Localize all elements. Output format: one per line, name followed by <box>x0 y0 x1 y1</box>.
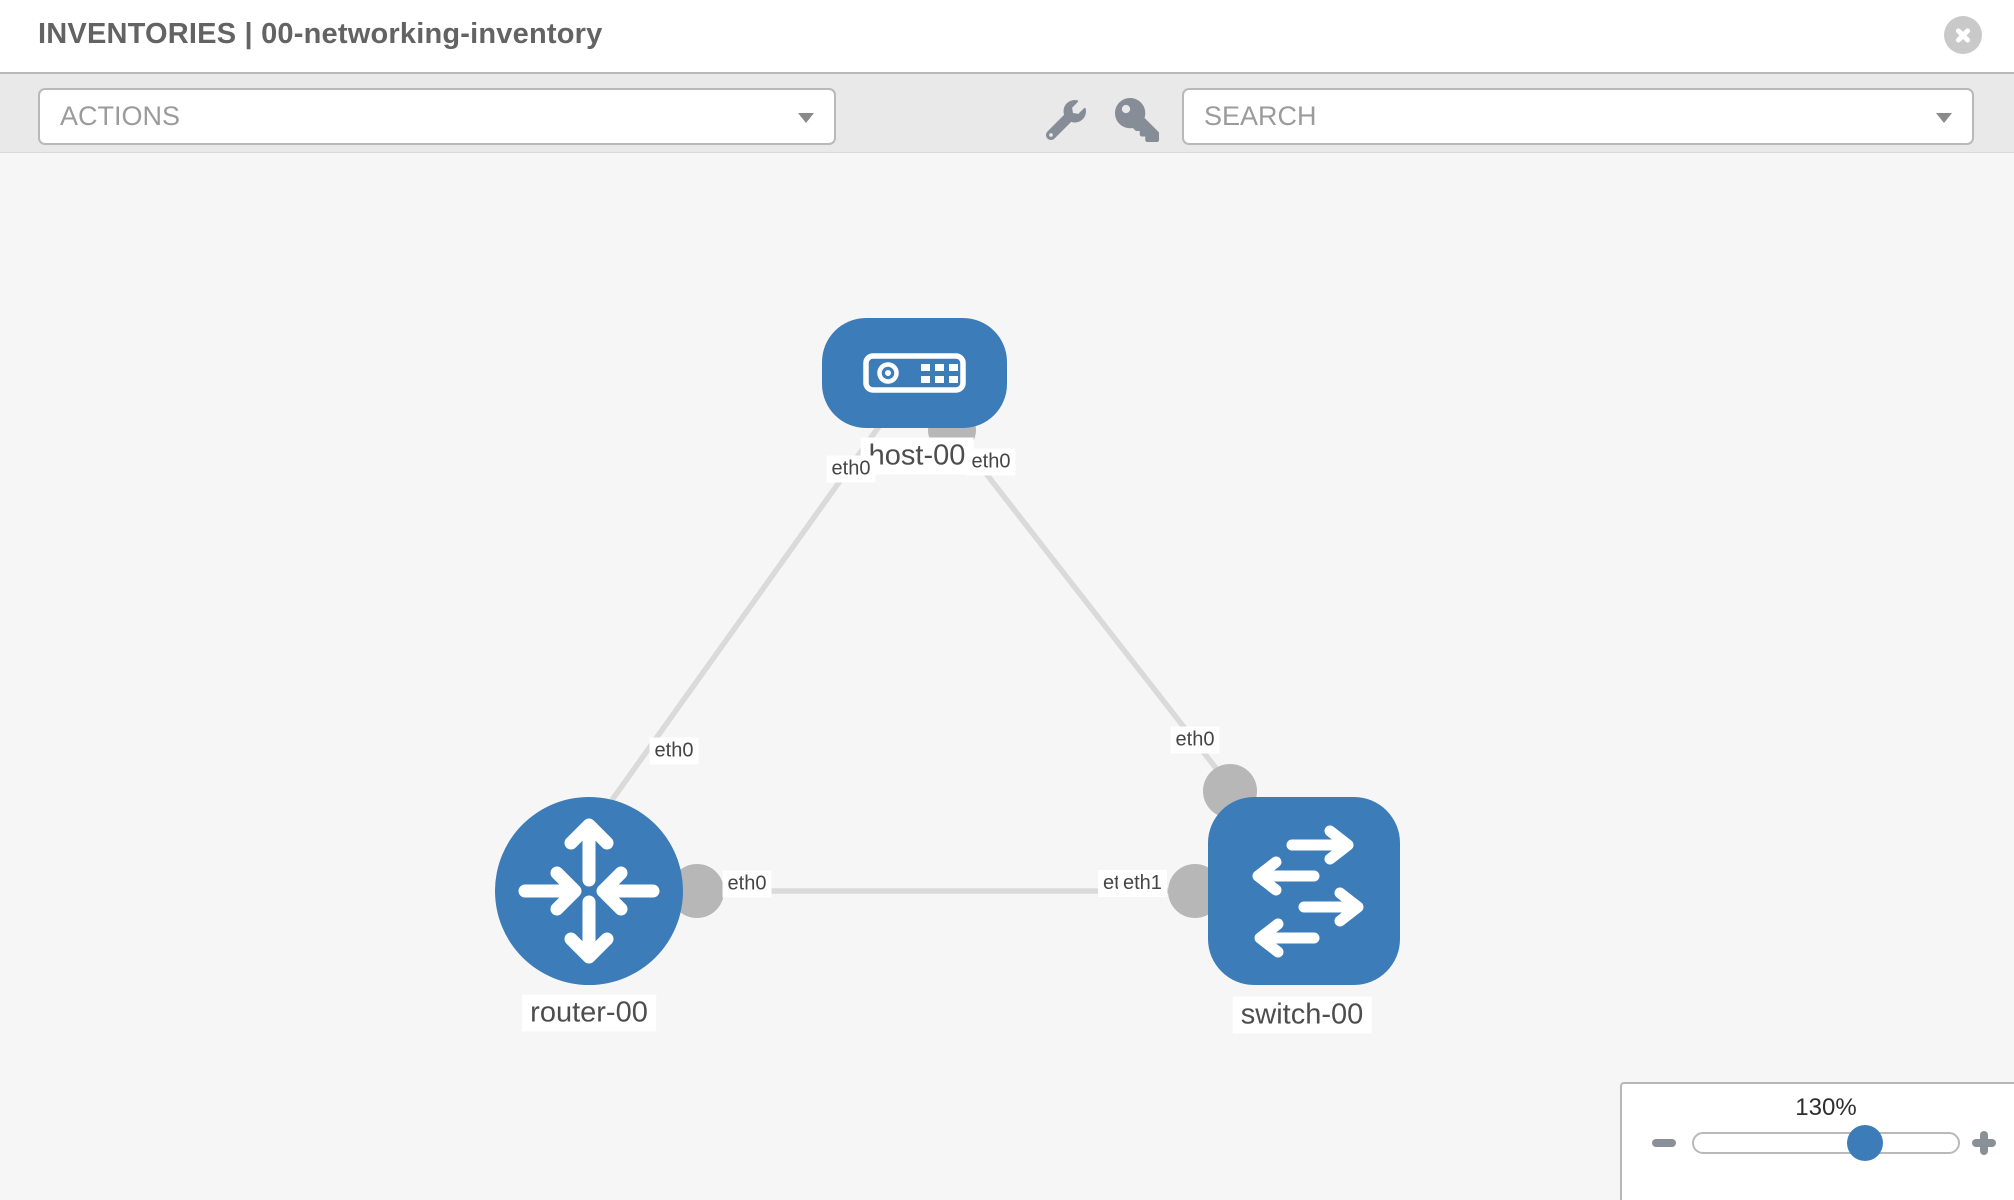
search-dropdown-label: SEARCH <box>1204 101 1317 131</box>
zoom-in-button[interactable] <box>1972 1131 1996 1155</box>
zoom-slider-track[interactable] <box>1692 1132 1960 1154</box>
zoom-level-value: 130% <box>1795 1094 1857 1121</box>
node-label-router-00: router-00 <box>522 994 656 1032</box>
toolbar: ACTIONS SEARCH <box>0 72 2014 153</box>
node-switch-00[interactable] <box>1208 797 1400 985</box>
zoom-slider-knob[interactable] <box>1847 1125 1883 1161</box>
iface-label-host-eth0-left: eth0 <box>826 455 876 483</box>
iface-label-switch-eth0-top: eth0 <box>1170 726 1220 754</box>
host-icon <box>863 353 966 393</box>
node-label-switch-00: switch-00 <box>1232 996 1372 1034</box>
search-dropdown[interactable]: SEARCH <box>1182 88 1974 145</box>
key-icon <box>1115 98 1159 142</box>
close-button[interactable] <box>1944 16 1982 54</box>
topology-canvas[interactable]: host-00 router-00 switch-00 eth0 eth0 et… <box>0 153 2014 1200</box>
chevron-down-icon <box>1936 113 1952 123</box>
node-label-host-00: host-00 <box>860 437 974 475</box>
actions-dropdown[interactable]: ACTIONS <box>38 88 836 145</box>
iface-label-router-eth0-right: eth0 <box>722 870 772 898</box>
plus-icon <box>1980 1131 1988 1155</box>
switch-icon <box>1252 825 1364 958</box>
port-dot-router-00 <box>670 864 724 918</box>
zoom-panel: 130% <box>1620 1082 2014 1200</box>
topology-links-layer <box>609 406 1257 918</box>
page-title: INVENTORIES | 00-networking-inventory <box>38 18 603 50</box>
actions-dropdown-label: ACTIONS <box>60 101 181 131</box>
key-button[interactable] <box>1115 98 1159 142</box>
iface-label-host-eth0-right: eth0 <box>966 448 1016 476</box>
chevron-down-icon <box>798 113 814 123</box>
iface-label-switch-eth1: eth1 <box>1118 870 1167 897</box>
iface-label-router-eth0-top: eth0 <box>649 737 699 765</box>
window-header: INVENTORIES | 00-networking-inventory <box>0 0 2014 72</box>
router-icon <box>518 818 660 964</box>
wrench-button[interactable] <box>1045 100 1086 141</box>
node-host-00[interactable] <box>822 318 1007 428</box>
node-router-00[interactable] <box>495 797 683 985</box>
zoom-out-button[interactable] <box>1652 1139 1676 1147</box>
wrench-icon <box>1045 100 1086 141</box>
